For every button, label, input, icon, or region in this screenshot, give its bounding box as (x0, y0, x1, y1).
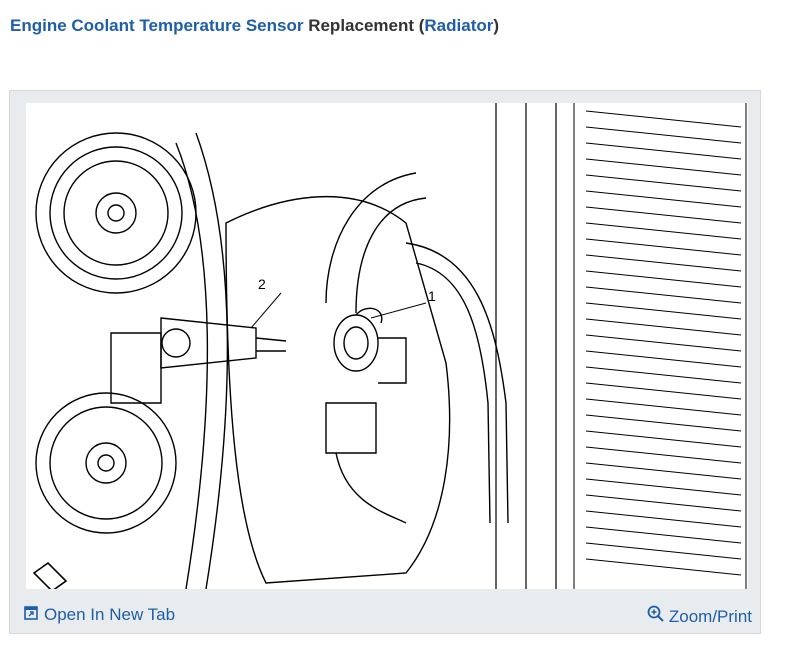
upper-pulley (35, 132, 197, 294)
title-link-sensor[interactable]: Engine Coolant Temperature Sensor (10, 16, 304, 35)
coolant-sensor-2 (110, 317, 287, 404)
front-arrow-icon (32, 561, 68, 589)
callout-2: 2 (258, 276, 266, 292)
zoom-print-label: Zoom/Print (668, 606, 752, 626)
leader-line-1 (370, 302, 427, 319)
drive-belt (175, 132, 229, 589)
engine-housing (225, 195, 451, 584)
title-close-paren: ) (493, 16, 500, 35)
electrical-connector (325, 402, 407, 524)
page-title: Engine Coolant Temperature Sensor Replac… (10, 16, 499, 36)
open-in-new-tab-link[interactable]: Open In New Tab (24, 605, 175, 625)
hose-upper (325, 172, 427, 314)
title-text: Replacement ( (308, 16, 425, 35)
lower-pulley (35, 392, 177, 534)
leader-line-2 (250, 292, 282, 329)
sensor-port-1 (333, 307, 407, 384)
radiator-fins (573, 103, 747, 589)
illustration-svg: 2 1 (32, 103, 747, 589)
radiator-tank (495, 103, 557, 589)
open-tab-label: Open In New Tab (44, 605, 176, 624)
zoom-print-link[interactable]: Zoom/Print (647, 605, 752, 628)
callout-1: 1 (428, 288, 436, 304)
technical-illustration[interactable]: 2 1 (26, 103, 748, 589)
hose-right (405, 242, 509, 524)
figure-footer: Open In New Tab Zoom/Print (10, 599, 760, 633)
title-link-radiator[interactable]: Radiator (424, 16, 494, 35)
zoom-in-icon (647, 605, 665, 628)
open-new-tab-icon (24, 605, 38, 625)
figure-card: 2 1 Open In New Tab Zoom/ (9, 90, 761, 634)
